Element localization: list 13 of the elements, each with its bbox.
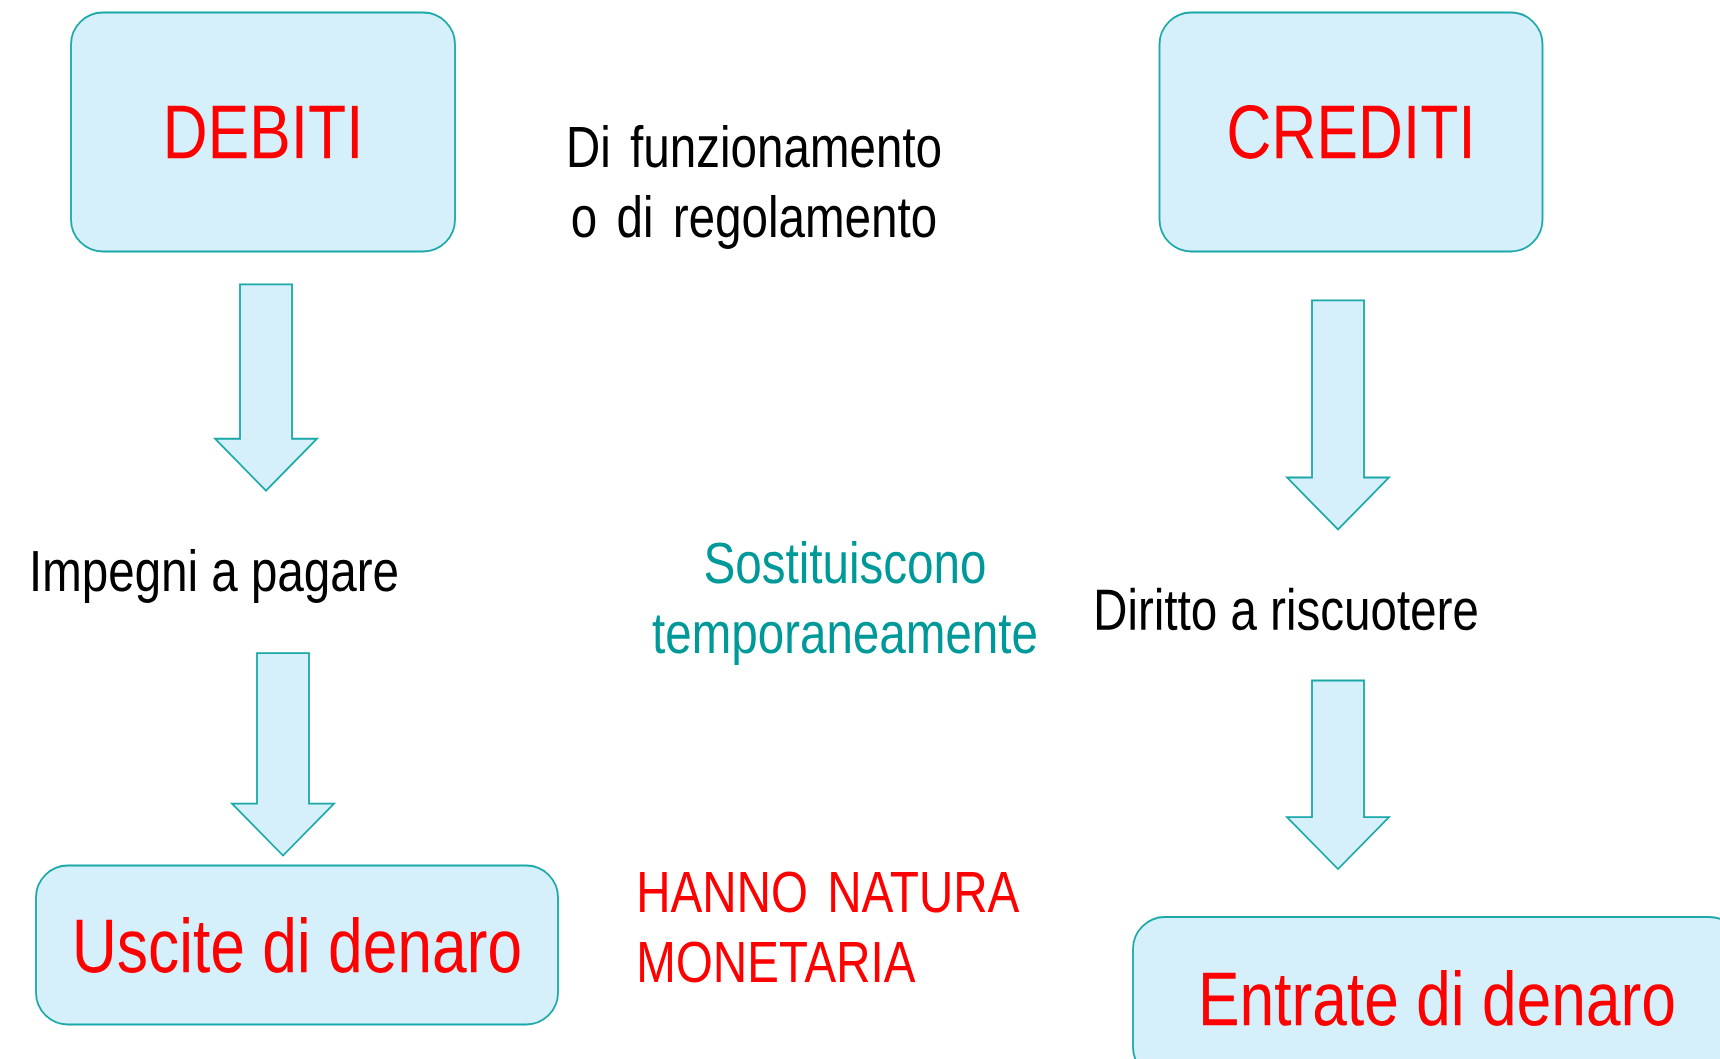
rounded-box: Entrate di denaro — [1132, 916, 1720, 1059]
text-label: Di funzionamento o di regolamento — [569, 124, 941, 249]
flow-text: Impegni a pagare — [33, 548, 397, 603]
block-arrow — [212, 283, 320, 493]
rounded-box: CREDITI — [1158, 11, 1544, 253]
text-label: Sostituiscono temporaneamente — [652, 540, 1036, 665]
rounded-box: Uscite di denaro — [35, 864, 559, 1026]
block-arrow — [1284, 299, 1392, 531]
rounded-box: DEBITI — [70, 11, 456, 253]
block-arrow — [1284, 679, 1392, 871]
flow-text: Diritto a riscuotere — [1096, 587, 1477, 631]
block-arrow — [229, 652, 337, 857]
text-label: HANNO NATURA MONETARIA — [640, 871, 1020, 983]
